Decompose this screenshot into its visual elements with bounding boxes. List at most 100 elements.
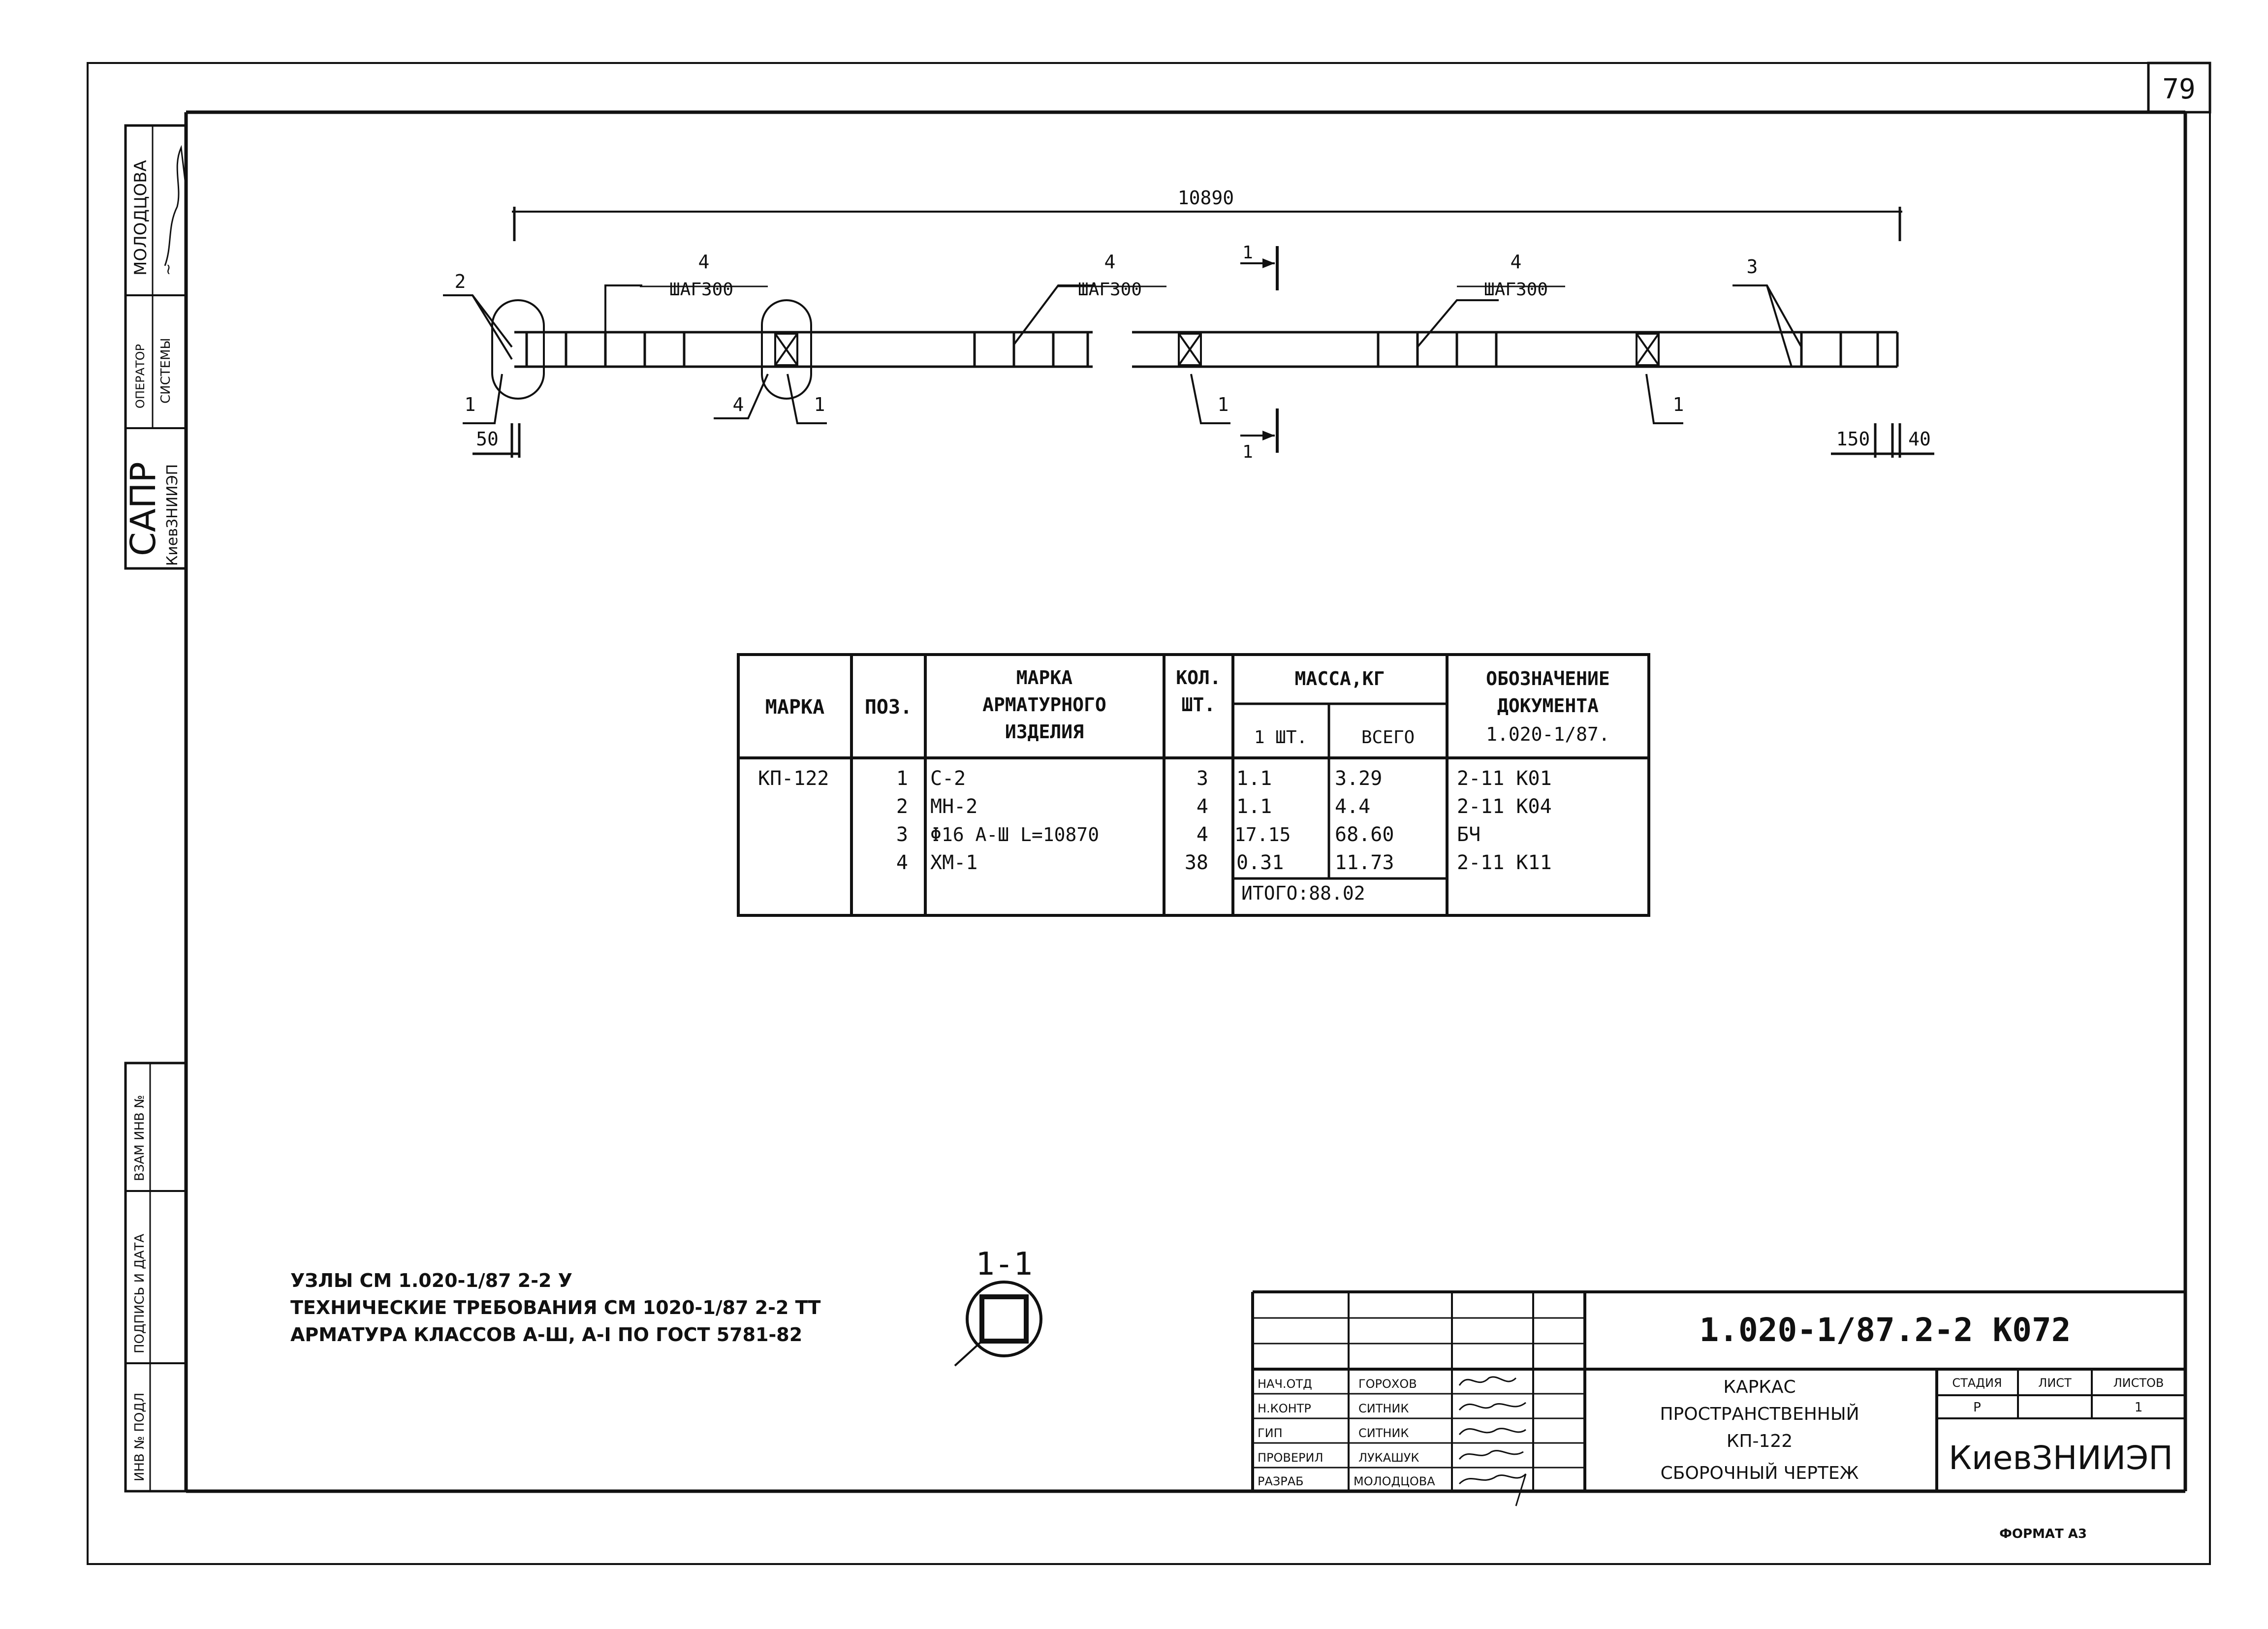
- th-mass-total: ВСЕГО: [1361, 727, 1415, 748]
- staff-signatures: [1458, 1376, 1527, 1506]
- callout-4b: 4: [1104, 251, 1116, 273]
- staff4-role: ПРОВЕРИЛ: [1258, 1451, 1323, 1465]
- side-stamp-operator-1: ОПЕРАТОР: [133, 344, 147, 408]
- title-line-2: ПРОСТРАНСТВЕННЫЙ: [1660, 1404, 1859, 1424]
- side-stamp-signature-mark: [164, 145, 188, 266]
- row3-poz: 3: [896, 823, 908, 846]
- section-arrow-top: [1262, 258, 1275, 268]
- row2-doc: 2-11 К04: [1457, 795, 1552, 818]
- side-stamp-name: МОЛОДЦОВА: [131, 160, 151, 276]
- staff3-role: ГИП: [1258, 1426, 1283, 1440]
- pitch-a: ШАГ300: [669, 280, 733, 300]
- sheets-label: ЛИСТОВ: [2113, 1376, 2164, 1390]
- title-block-lines: [1251, 1290, 2185, 1491]
- left-strip-cell1: ВЗАМ ИНВ №: [132, 1095, 147, 1181]
- org-name: КиевЗНИИЭП: [1949, 1439, 2173, 1477]
- stirrups: [525, 332, 1879, 367]
- cross-boxes: [774, 333, 1660, 366]
- row1-mass-one: 1.1: [1236, 767, 1272, 790]
- th-doc-3: 1.020-1/87.: [1486, 723, 1610, 745]
- row3-qty: 4: [1197, 823, 1208, 846]
- th-item-1: МАРКА: [1016, 667, 1073, 689]
- staff4-name: ЛУКАШУК: [1358, 1451, 1419, 1465]
- staff5-role: РАЗРАБ: [1258, 1474, 1304, 1488]
- left-strip-cell2: ПОДПИСЬ И ДАТА: [132, 1234, 147, 1353]
- leaders: [443, 284, 1802, 424]
- th-item-2: АРМАТУРНОГО: [982, 694, 1106, 716]
- frame-bar: [514, 331, 1899, 368]
- section-label: 1-1: [976, 1246, 1033, 1283]
- row4-item: ХМ-1: [930, 851, 977, 874]
- staff2-role: Н.КОНТР: [1258, 1402, 1311, 1415]
- format-label: ФОРМАТ А3: [1999, 1527, 2087, 1541]
- row1-doc: 2-11 К01: [1457, 767, 1552, 790]
- staff1-name: ГОРОХОВ: [1358, 1377, 1417, 1391]
- dim-left: 50: [476, 428, 499, 450]
- cell-total: ИТОГО:88.02: [1241, 882, 1365, 904]
- callout-2: 2: [455, 271, 466, 292]
- side-stamp-frame: [124, 124, 188, 570]
- row1-poz: 1: [896, 767, 908, 790]
- left-strip-frame: [124, 1062, 188, 1493]
- callout-3: 3: [1747, 256, 1758, 278]
- callout-1b: 1: [814, 394, 825, 415]
- row1-qty: 3: [1197, 767, 1208, 790]
- th-poz: ПОЗ.: [865, 696, 912, 719]
- sheets-value: 1: [2135, 1400, 2143, 1415]
- outer-frame: [87, 62, 2211, 1565]
- th-mass-one: 1 ШТ.: [1254, 727, 1307, 748]
- staff2-name: СИТНИК: [1358, 1402, 1409, 1415]
- stage-value: Р: [1973, 1400, 1981, 1415]
- detail-oval-left: [491, 299, 545, 400]
- sheet-number-box: [2147, 62, 2211, 114]
- end-dim-marks: [472, 423, 1934, 458]
- dim-right-a: 150: [1836, 428, 1870, 450]
- th-qty-2: ШТ.: [1182, 694, 1216, 716]
- section-cut-marks: [1240, 246, 1279, 453]
- side-stamp-signature: ~: [160, 263, 177, 276]
- title-code: 1.020-1/87.2-2 К072: [1700, 1311, 2071, 1349]
- side-stamp-sapr: САПР: [123, 462, 163, 556]
- title-line-4: СБОРОЧНЫЙ ЧЕРТЕЖ: [1661, 1463, 1859, 1483]
- th-doc-1: ОБОЗНАЧЕНИЕ: [1486, 668, 1610, 689]
- cell-marka: КП-122: [758, 767, 829, 790]
- row2-item: МН-2: [930, 795, 977, 818]
- row4-doc: 2-11 К11: [1457, 851, 1552, 874]
- row2-mass-one: 1.1: [1236, 795, 1272, 818]
- side-stamp-org: КиевЗНИИЭП: [164, 464, 181, 566]
- row4-qty: 38: [1185, 851, 1208, 874]
- section-circle: [966, 1281, 1042, 1357]
- staff3-name: СИТНИК: [1358, 1426, 1409, 1440]
- sheet-label: ЛИСТ: [2038, 1376, 2072, 1390]
- row4-poz: 4: [896, 851, 908, 874]
- row3-mass-total: 68.60: [1335, 823, 1394, 846]
- callout-4c: 4: [1511, 251, 1522, 273]
- overall-dim-text: 10890: [1178, 187, 1234, 209]
- section-arrow-bottom: [1262, 431, 1275, 440]
- dim-right-b: 40: [1908, 428, 1931, 450]
- side-stamp-operator-2: СИСТЕМЫ: [158, 338, 173, 404]
- th-marka: МАРКА: [765, 696, 824, 719]
- callout-1d: 1: [1673, 394, 1684, 415]
- th-item-3: ИЗДЕЛИЯ: [1005, 721, 1084, 743]
- callout-1c: 1: [1218, 394, 1229, 415]
- stage-label: СТАДИЯ: [1952, 1376, 2002, 1390]
- row2-qty: 4: [1197, 795, 1208, 818]
- section-mark-bottom: 1: [1242, 442, 1253, 462]
- row2-poz: 2: [896, 795, 908, 818]
- row4-mass-total: 11.73: [1335, 851, 1394, 874]
- title-line-3: КП-122: [1727, 1431, 1793, 1451]
- sheet-number: 79: [2162, 73, 2195, 105]
- section-leader: [954, 1340, 983, 1367]
- th-mass: МАССА,КГ: [1294, 668, 1385, 689]
- row4-mass-one: 0.31: [1236, 851, 1284, 874]
- row3-item: Φ16 А-Ш L=10870: [930, 824, 1099, 846]
- row1-mass-total: 3.29: [1335, 767, 1382, 790]
- pitch-c: ШАГ300: [1484, 280, 1548, 300]
- pitch-b: ШАГ300: [1078, 280, 1142, 300]
- note-3: АРМАТУРА КЛАССОВ А-Ш, А-I ПО ГОСТ 5781-8…: [290, 1324, 802, 1346]
- note-1: УЗЛЫ СМ 1.020-1/87 2-2 У: [290, 1270, 572, 1291]
- staff1-role: НАЧ.ОТД: [1258, 1377, 1312, 1391]
- spec-table: [737, 653, 1650, 917]
